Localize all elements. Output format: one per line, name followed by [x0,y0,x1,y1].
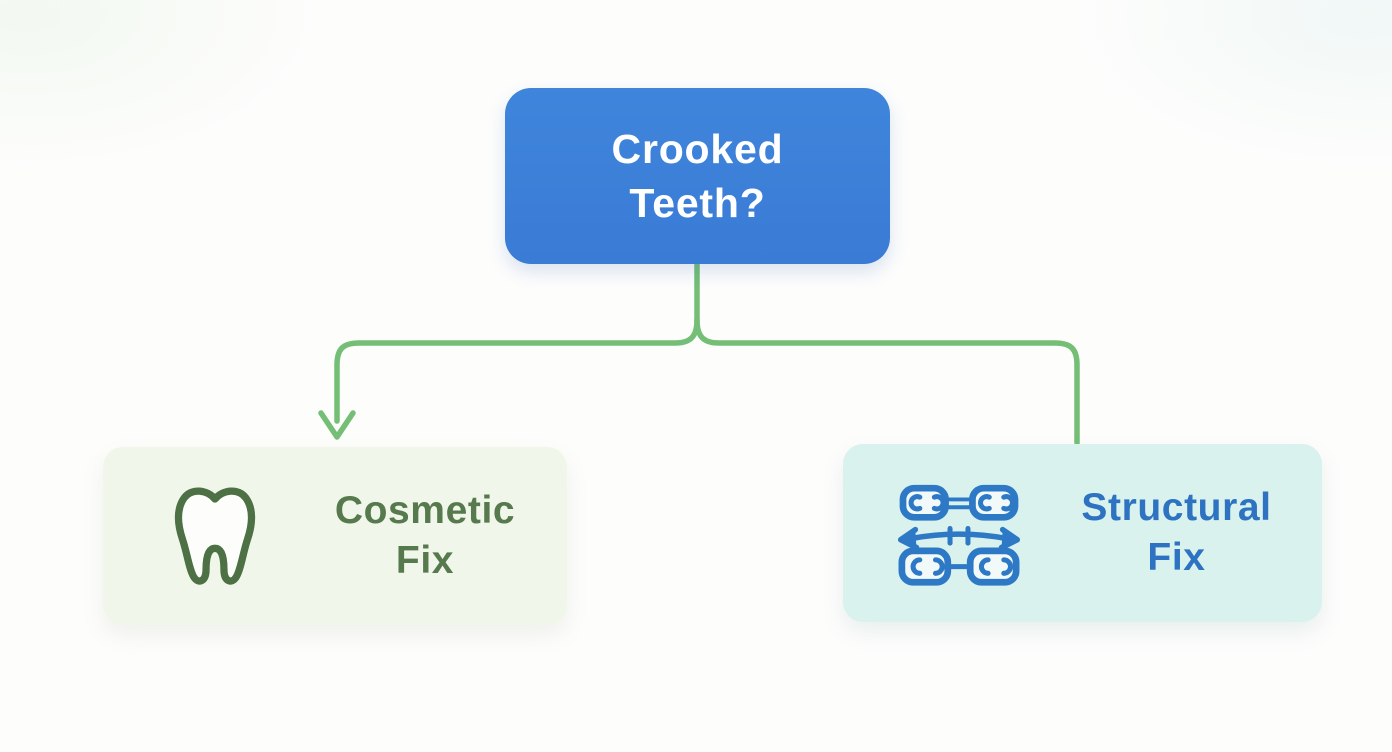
arrowhead-icon [318,410,356,440]
structural-label-line2: Fix [1147,536,1206,579]
cosmetic-label-line2: Fix [395,539,455,582]
leaf-node-structural-fix: Structural Fix [843,444,1322,622]
connector-left-branch [334,317,700,424]
cosmetic-label-line1: Cosmetic [334,489,516,533]
leaf-node-cosmetic-fix: Cosmetic Fix [103,447,567,625]
connector-right-branch [694,317,1080,446]
braces-icon [895,477,1023,589]
root-label-line2: Teeth? [629,180,766,226]
root-node-crooked-teeth: Crooked Teeth? [505,88,890,264]
structural-label-line1: Structural [1081,486,1272,530]
root-label-line1: Crooked [611,125,784,172]
root-node-label: Crooked Teeth? [612,122,784,230]
structural-fix-label: Structural Fix [1061,483,1292,583]
cosmetic-fix-label: Cosmetic Fix [313,486,537,586]
tooth-icon [155,480,275,592]
